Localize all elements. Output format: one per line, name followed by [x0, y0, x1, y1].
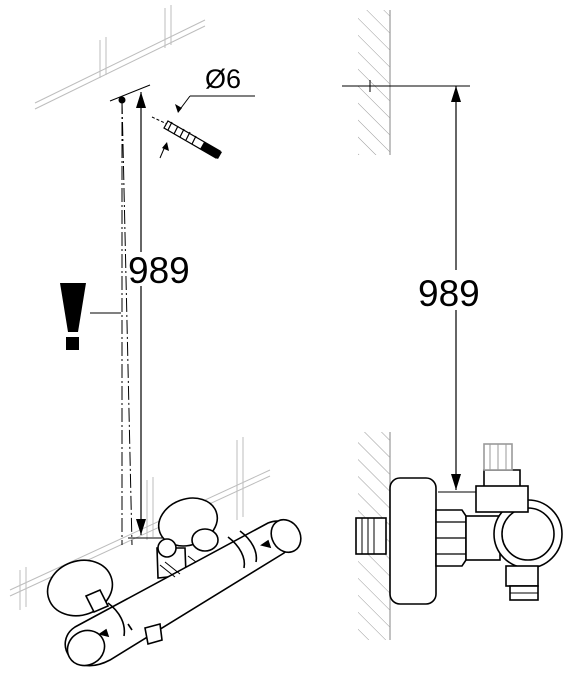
drill-diameter-label: Ø6 — [205, 64, 241, 94]
center-line — [109, 84, 151, 546]
thermostat-mixer-left — [46, 497, 302, 667]
left-label-bg — [128, 252, 196, 286]
warning-icon — [60, 283, 121, 350]
right-height-label: 989 — [418, 273, 480, 314]
top-reference-line — [342, 80, 470, 92]
wall-section-top — [358, 10, 391, 155]
left-height-label: 989 — [128, 250, 190, 291]
right-view: 989 — [342, 10, 563, 640]
left-view: Ø6 989 — [9, 5, 302, 667]
right-label-bg — [418, 270, 494, 310]
wall-tile-grid-top — [34, 5, 206, 110]
thermostat-mixer-side — [355, 443, 563, 605]
drill-bit-icon — [151, 95, 255, 159]
mixer-hatch-lines — [159, 555, 197, 578]
left-height-dimension — [128, 92, 168, 539]
